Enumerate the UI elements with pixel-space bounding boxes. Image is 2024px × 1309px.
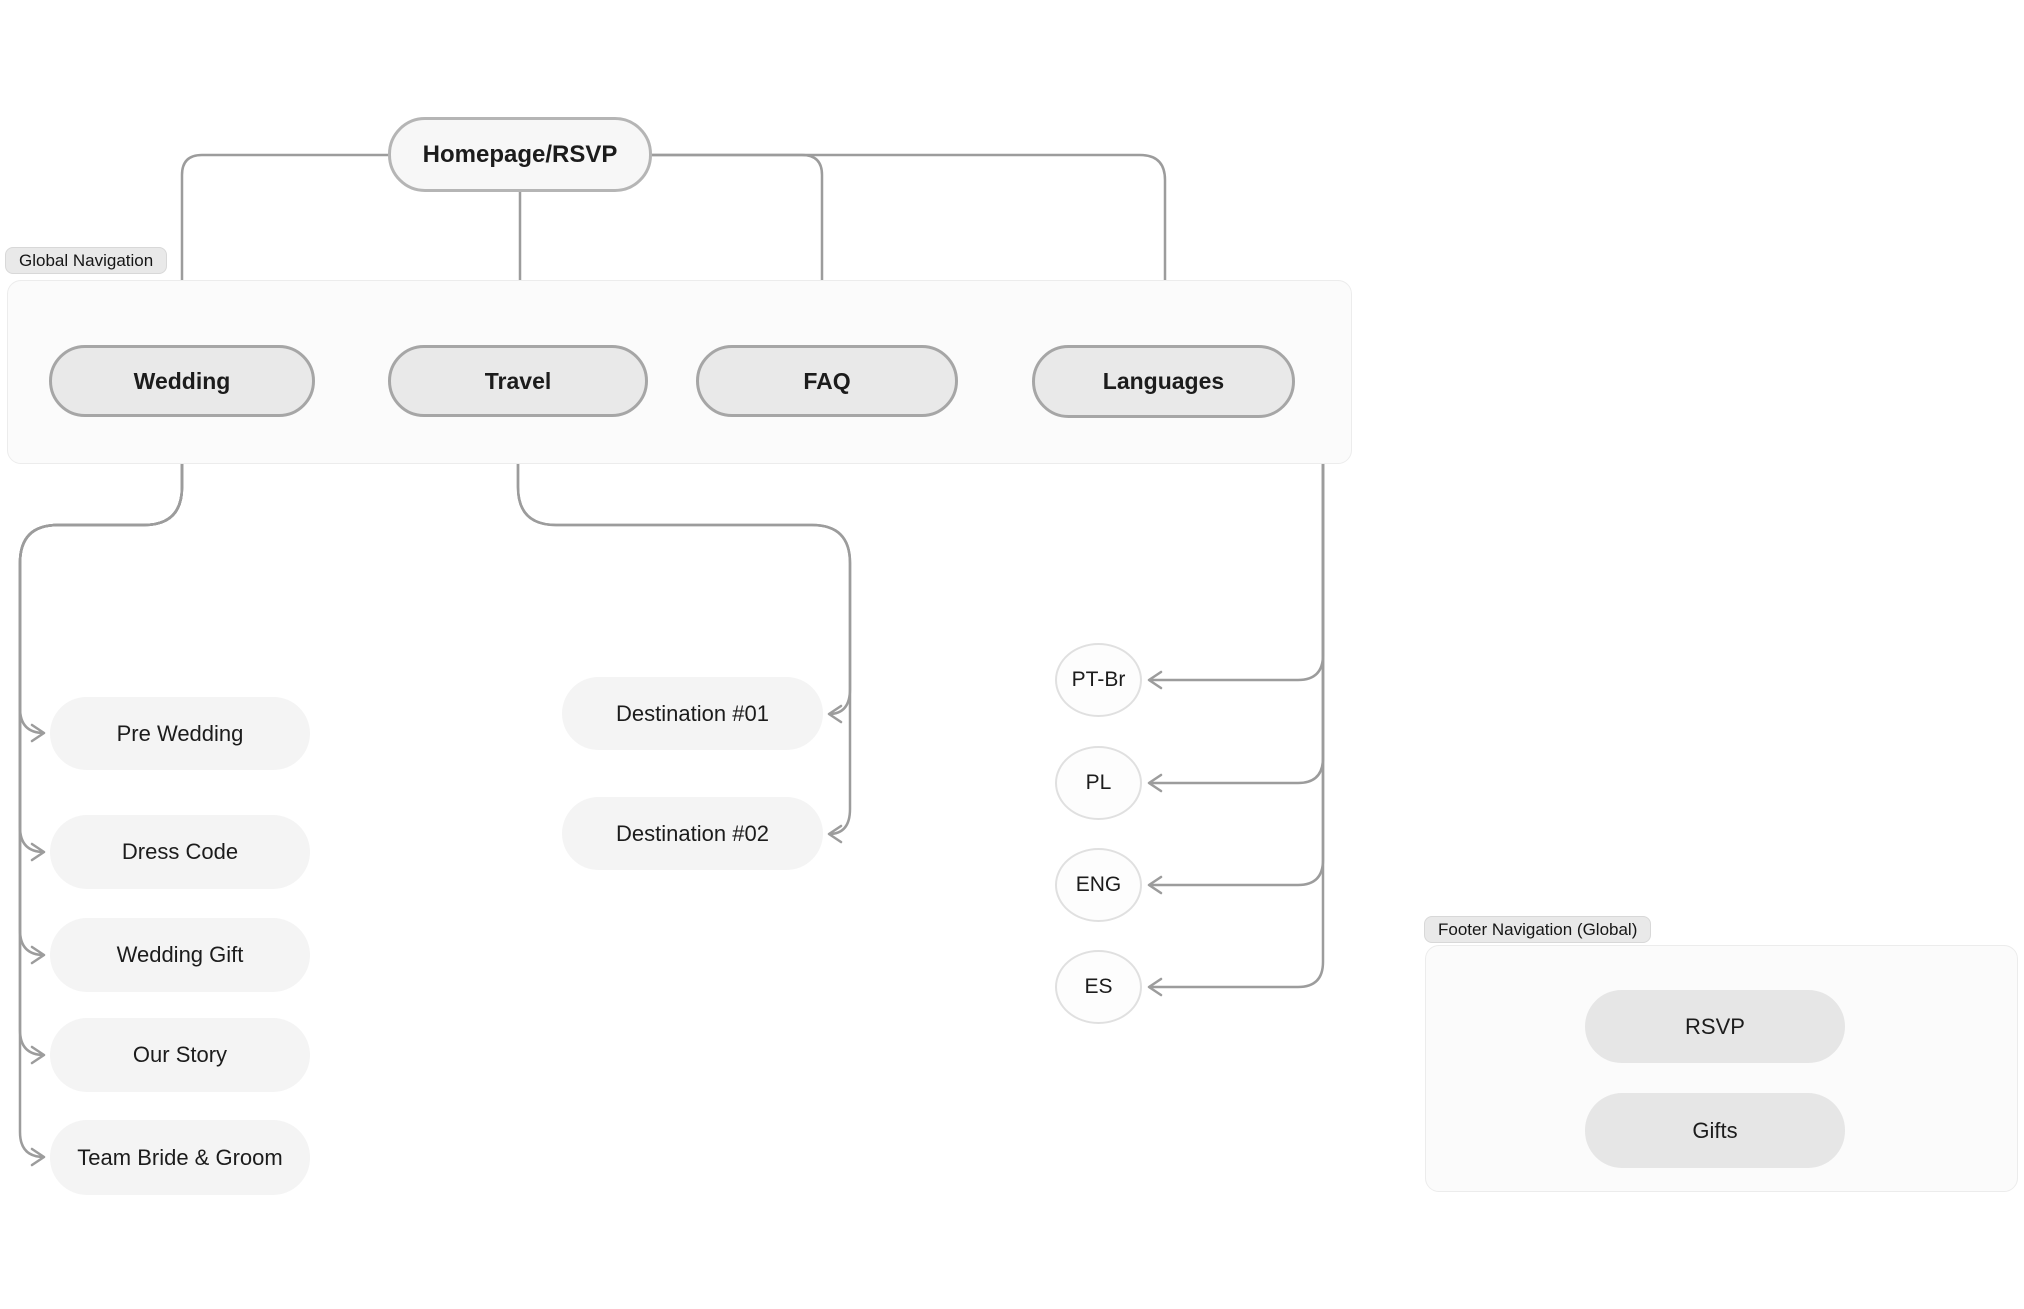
node-destination-01[interactable]: Destination #01 — [562, 677, 823, 750]
node-wedding-gift[interactable]: Wedding Gift — [50, 918, 310, 992]
node-travel[interactable]: Travel — [388, 345, 648, 417]
footer-nav-section-label: Footer Navigation (Global) — [1424, 916, 1652, 943]
connector-travel-destination02 — [516, 417, 852, 844]
node-homepage-rsvp[interactable]: Homepage/RSVP — [388, 117, 652, 192]
node-wedding[interactable]: Wedding — [49, 345, 315, 417]
node-lang-pl[interactable]: PL — [1055, 746, 1142, 820]
node-faq[interactable]: FAQ — [696, 345, 958, 417]
global-nav-section-label: Global Navigation — [5, 247, 168, 274]
node-lang-es[interactable]: ES — [1055, 950, 1142, 1024]
node-destination-02[interactable]: Destination #02 — [562, 797, 823, 870]
node-lang-pt-br[interactable]: PT-Br — [1055, 643, 1142, 717]
global-nav-section-label-text: Global Navigation — [19, 250, 154, 270]
connector-wedding-dresscode — [18, 417, 184, 862]
node-dress-code[interactable]: Dress Code — [50, 815, 310, 889]
footer-nav-section-label-text: Footer Navigation (Global) — [1438, 919, 1638, 939]
node-team-bride-groom[interactable]: Team Bride & Groom — [50, 1120, 310, 1195]
node-our-story[interactable]: Our Story — [50, 1018, 310, 1092]
connector-languages-es — [1147, 380, 1325, 997]
node-languages[interactable]: Languages — [1032, 345, 1295, 418]
node-footer-gifts[interactable]: Gifts — [1585, 1093, 1845, 1168]
node-footer-rsvp[interactable]: RSVP — [1585, 990, 1845, 1063]
node-lang-eng[interactable]: ENG — [1055, 848, 1142, 922]
connector-wedding-prewedding — [18, 417, 184, 743]
node-pre-wedding[interactable]: Pre Wedding — [50, 697, 310, 770]
